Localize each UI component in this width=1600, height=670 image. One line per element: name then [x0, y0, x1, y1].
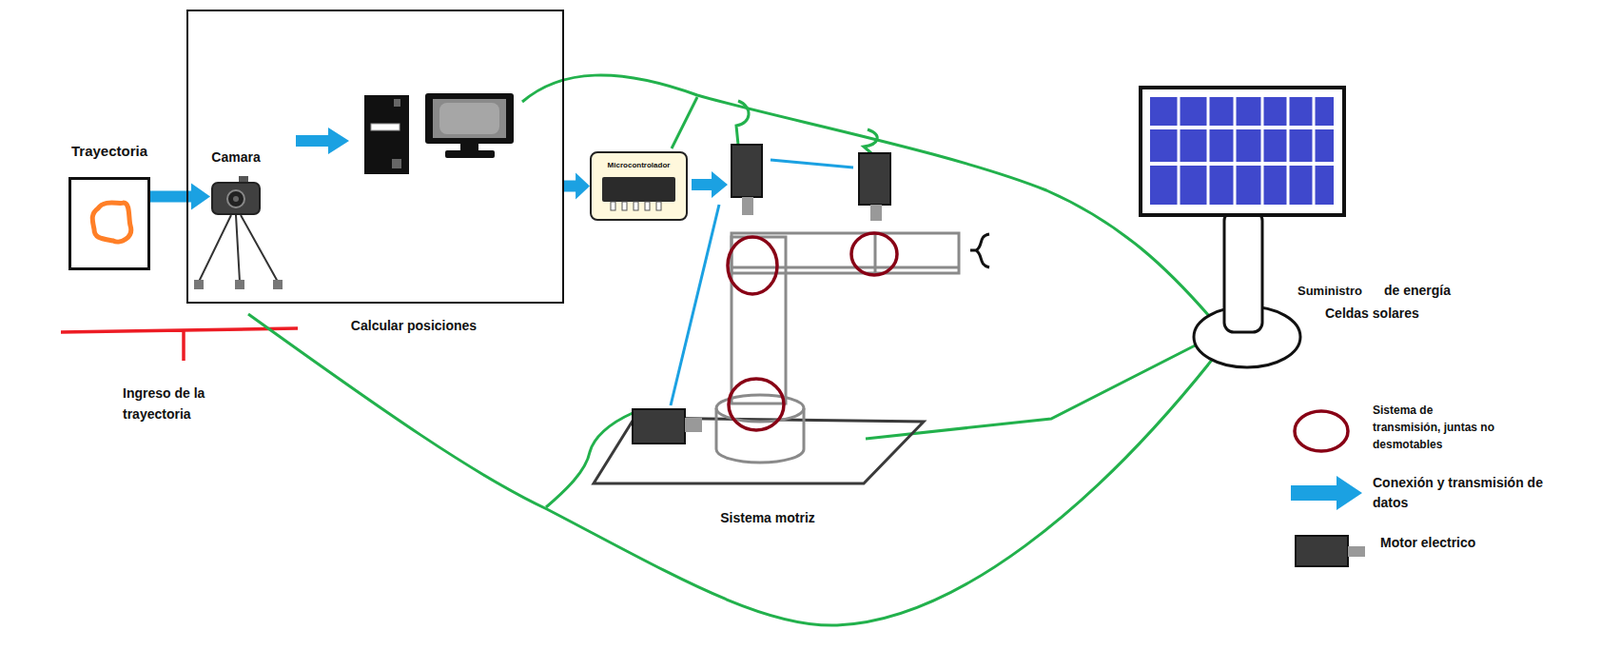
power-wire: [546, 412, 633, 508]
node-title: Microcontrolador: [607, 160, 671, 171]
pc-button: [393, 98, 401, 107]
robot-arm-line: [731, 233, 959, 274]
motor-shaft: [741, 196, 754, 215]
power-wire: [248, 313, 1230, 625]
joint-circle: [727, 236, 778, 294]
gripper: [970, 234, 990, 268]
joint-circle: [728, 378, 784, 430]
data-arrow: [691, 171, 728, 198]
label-anchor: Ingreso de la trayectoria: [122, 382, 237, 425]
label-anchor: Sistema de transmisión, juntas no desmot…: [1372, 401, 1502, 453]
free-label: Sistema motriz: [701, 508, 835, 527]
monitor-frame: [425, 93, 514, 144]
panel-frame: [1140, 87, 1345, 215]
data-arrow: [295, 127, 350, 155]
node-title: Camara: [211, 149, 260, 166]
legend-motor: [1295, 535, 1348, 566]
legend-text: Sistema de transmisión, juntas no desmot…: [1372, 401, 1502, 453]
label-anchor: Suministro: [1297, 282, 1363, 299]
input-line: [60, 328, 298, 361]
shape-outline: [210, 173, 262, 216]
cell-grid: [1150, 127, 1334, 164]
node-title: Trayectoria: [71, 142, 148, 160]
node-title: Calcular posiciones: [186, 317, 642, 334]
trajectory-curve: [92, 202, 131, 242]
label-anchor: Sistema motriz: [701, 508, 835, 527]
pc-button: [391, 158, 402, 169]
data-arrow: [564, 173, 590, 200]
pc-slot: [370, 123, 400, 131]
free-label: Ingreso de la trayectoria: [122, 382, 237, 425]
power-wire: [522, 75, 1210, 316]
label-anchor: Conexión y transmisión de datos: [1372, 472, 1568, 513]
microcontroller-box: Microcontrolador: [589, 151, 688, 221]
monitor-glare: [439, 102, 500, 135]
trajectory-drawing: [71, 179, 148, 268]
cell-grid: [1178, 97, 1314, 205]
chip-pin: [644, 201, 650, 211]
camera-lens: [227, 190, 245, 208]
motor-shaft: [870, 204, 882, 221]
legend-text: Motor electrico: [1380, 533, 1476, 551]
motor-shaft: [684, 417, 703, 432]
power-wire: [671, 97, 698, 149]
tripod-foot: [234, 279, 245, 290]
robot-arm: [731, 233, 959, 274]
pc-tower: [364, 95, 410, 175]
camera-drawing: [210, 173, 262, 216]
joint-circle: [851, 233, 898, 275]
trajectory-box: Trayectoria: [57, 142, 162, 271]
legend-motor-shaft: [1347, 546, 1366, 557]
legend-circle: [1294, 410, 1348, 451]
free-label: Suministro: [1297, 282, 1363, 299]
data-line: [670, 159, 854, 406]
shape-outline: Microcontrolador: [589, 151, 688, 221]
chip-pin: [633, 201, 639, 211]
camera-icon: Camara: [197, 149, 274, 216]
power-wires: [248, 75, 1230, 625]
monitor-neck: [460, 143, 479, 152]
label-anchor: de energía: [1384, 281, 1451, 299]
camera-lens-core: [233, 195, 239, 202]
tripod-leg: [198, 214, 278, 282]
free-label: Celdas solares: [1325, 304, 1420, 322]
solar-cells: [1150, 97, 1334, 205]
chip-pin: [656, 201, 662, 211]
legend-arrow: [1290, 475, 1363, 510]
label-anchor: Celdas solares: [1325, 304, 1420, 322]
motor-body: [858, 153, 891, 205]
shape-outline: [68, 176, 151, 271]
free-label: de energía: [1384, 281, 1451, 299]
shape-outline: Camara: [186, 9, 565, 304]
panel-pole: [1224, 211, 1263, 332]
power-wire: [863, 129, 878, 154]
tripod-foot: [273, 279, 283, 290]
chip-pin: [610, 201, 616, 211]
chip-body: [602, 176, 676, 202]
monitor-screen: [432, 98, 507, 138]
motor-body: [731, 144, 762, 197]
legend-text: Conexión y transmisión de datos: [1372, 472, 1568, 513]
chip-pin: [622, 201, 627, 211]
camera-body: [212, 182, 260, 215]
motor-body: [632, 409, 685, 444]
label-anchor: Motor electrico: [1380, 533, 1476, 551]
data-arrow: [150, 183, 211, 211]
tripod-foot: [194, 279, 204, 290]
monitor-base: [445, 150, 495, 158]
process-frame: CamaraCalcular posiciones: [186, 9, 642, 334]
power-wire: [736, 100, 749, 145]
